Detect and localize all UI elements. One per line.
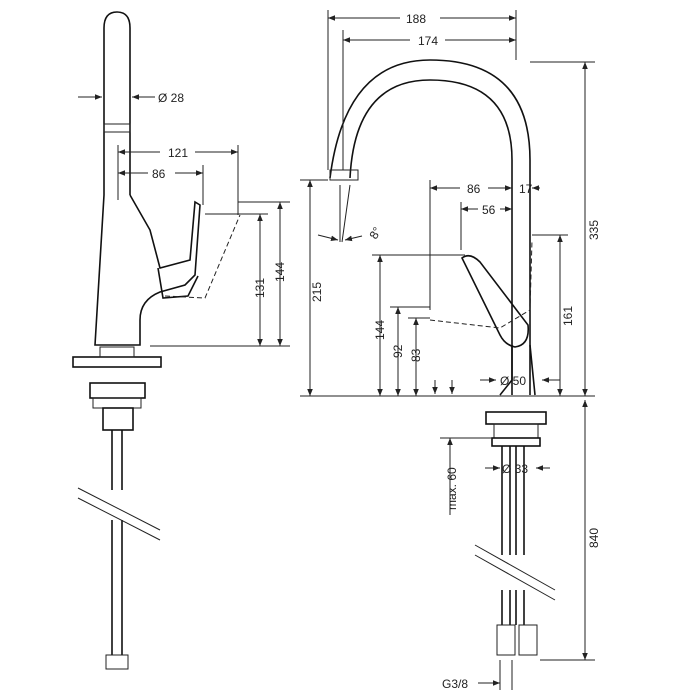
front-wall-offset: 17 [519,182,533,196]
front-overall-width: 188 [406,12,426,26]
front-handle-offset: 86 [467,182,481,196]
front-break-line [474,544,556,591]
side-handle-height-high: 144 [273,262,287,282]
front-handle-height: 161 [561,306,575,326]
front-handle-offset-inner: 56 [482,203,496,217]
front-max-deck-thickness: max. 60 [445,467,459,510]
side-handle-height-low: 131 [253,278,267,298]
side-handle-reach-inner: 86 [152,167,166,181]
side-spout-band [103,123,131,133]
front-view: 188 174 86 17 56 8° 335 215 [300,10,601,691]
side-hose-fitting [105,654,129,670]
front-outlet-height: 215 [310,282,324,302]
front-mount-diameter: Ø 33 [502,462,528,476]
side-faucet-body [94,194,201,346]
front-lever-height-low: 83 [409,348,423,362]
side-outlet-diameter: Ø 28 [158,91,184,105]
front-base-diameter: Ø 50 [500,374,526,388]
side-view: Ø 28 121 86 131 144 [72,11,290,670]
front-hose-length: 840 [587,528,601,548]
side-mount-thread [92,397,142,409]
front-spout-reach: 174 [418,34,438,48]
front-lever-height-mid: 92 [391,344,405,358]
side-mount-nut [89,382,146,399]
front-hose-fitting-left [496,624,516,656]
front-spout-angle: 8° [366,224,384,241]
front-overall-height: 335 [587,220,601,240]
side-spout-body [103,11,131,195]
front-hose-fitting-right [518,624,538,656]
side-mount-shank [102,407,134,431]
front-thread-size: G3/8 [442,677,468,691]
side-lever [157,267,199,299]
side-handle-reach-outer: 121 [168,146,188,160]
side-break-line [77,487,161,531]
front-lever [460,254,530,348]
side-lever-dashed [164,214,241,299]
front-base-plate [485,411,547,425]
front-mount-nut [491,437,541,447]
side-base-upper [99,346,135,358]
side-base-plate [72,356,162,368]
front-spout-arc [329,59,531,395]
front-lever-height: 144 [373,320,387,340]
front-mount-upper [493,423,539,439]
front-spout-outlet [329,169,359,181]
front-lever-dashed [429,239,533,329]
